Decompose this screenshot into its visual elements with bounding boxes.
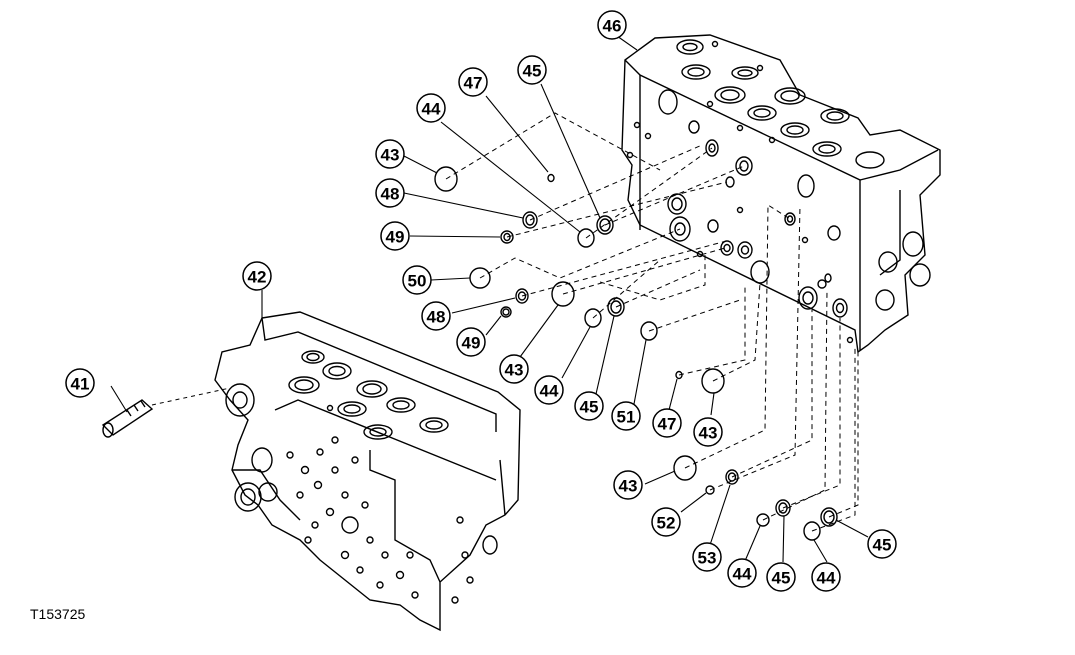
callout-48: 48 [375, 178, 405, 208]
callout-number: 43 [505, 361, 524, 380]
bolt-41 [101, 387, 231, 438]
callout-41: 41 [65, 368, 95, 398]
callout-balloon [499, 354, 529, 384]
callout-43: 43 [499, 354, 529, 384]
callout-number: 46 [603, 17, 622, 36]
callout-number: 43 [699, 424, 718, 443]
callout-49: 49 [456, 327, 486, 357]
callout-44: 44 [811, 562, 841, 592]
callout-48: 48 [421, 301, 451, 331]
callout-number: 44 [422, 100, 441, 119]
callout-number: 43 [619, 477, 638, 496]
callout-balloon [402, 265, 432, 295]
callout-53: 53 [692, 542, 722, 572]
callout-45: 45 [517, 55, 547, 85]
callout-number: 52 [657, 514, 676, 533]
callout-balloon [766, 562, 796, 592]
valve-section-42 [214, 311, 521, 632]
callout-number: 47 [464, 74, 483, 93]
callout-balloon [652, 408, 682, 438]
callout-number: 47 [658, 415, 677, 434]
callout-51: 51 [611, 401, 641, 431]
callout-43: 43 [613, 470, 643, 500]
callout-47: 47 [458, 67, 488, 97]
callout-number: 48 [427, 308, 446, 327]
callout-balloon [375, 139, 405, 169]
callout-balloon [574, 391, 604, 421]
callout-balloon [692, 542, 722, 572]
callout-balloon [693, 417, 723, 447]
callout-balloon [375, 178, 405, 208]
callout-balloon [613, 470, 643, 500]
alignment-lines [445, 112, 859, 532]
callout-balloon [458, 67, 488, 97]
callout-number: 51 [617, 408, 636, 427]
callout-balloon [534, 375, 564, 405]
callout-number: 42 [248, 268, 267, 287]
callout-number: 43 [381, 146, 400, 165]
callout-45: 45 [766, 562, 796, 592]
callout-number: 50 [408, 272, 427, 291]
callout-47: 47 [652, 408, 682, 438]
callout-52: 52 [651, 507, 681, 537]
callout-balloon [867, 529, 897, 559]
callout-42: 42 [242, 261, 272, 291]
callout-number: 48 [381, 185, 400, 204]
callout-balloon [456, 327, 486, 357]
callout-balloon [416, 93, 446, 123]
callout-number: 49 [462, 334, 481, 353]
callout-43: 43 [375, 139, 405, 169]
callout-number: 49 [386, 228, 405, 247]
callout-balloon [65, 368, 95, 398]
callout-44: 44 [727, 558, 757, 588]
callout-number: 45 [772, 569, 791, 588]
callout-number: 45 [580, 398, 599, 417]
figure-id: T153725 [30, 606, 86, 622]
leader-lines [110, 35, 869, 563]
seal-rings [434, 166, 838, 541]
callout-49: 49 [380, 221, 410, 251]
callout-number: 44 [540, 382, 559, 401]
valve-section-46 [621, 34, 941, 354]
callout-balloon [597, 10, 627, 40]
callout-number: 44 [733, 565, 752, 584]
callout-number: 45 [873, 536, 892, 555]
callout-number: 41 [71, 375, 90, 394]
callout-44: 44 [534, 375, 564, 405]
callout-balloon [611, 401, 641, 431]
callout-balloon [811, 562, 841, 592]
callout-number: 44 [817, 569, 836, 588]
callout-balloon [517, 55, 547, 85]
callout-50: 50 [402, 265, 432, 295]
callout-45: 45 [867, 529, 897, 559]
callout-balloon [727, 558, 757, 588]
callout-45: 45 [574, 391, 604, 421]
callout-43: 43 [693, 417, 723, 447]
callout-46: 46 [597, 10, 627, 40]
callout-balloon [421, 301, 451, 331]
callout-balloon [242, 261, 272, 291]
callout-layer: 41 42 43 43 43 43 44 44 44 44 45 45 45 45 46 47 47 48 48 49… [65, 10, 897, 592]
callout-balloon [651, 507, 681, 537]
callout-44: 44 [416, 93, 446, 123]
callout-number: 45 [523, 62, 542, 81]
callout-number: 53 [698, 549, 717, 568]
callout-balloon [380, 221, 410, 251]
